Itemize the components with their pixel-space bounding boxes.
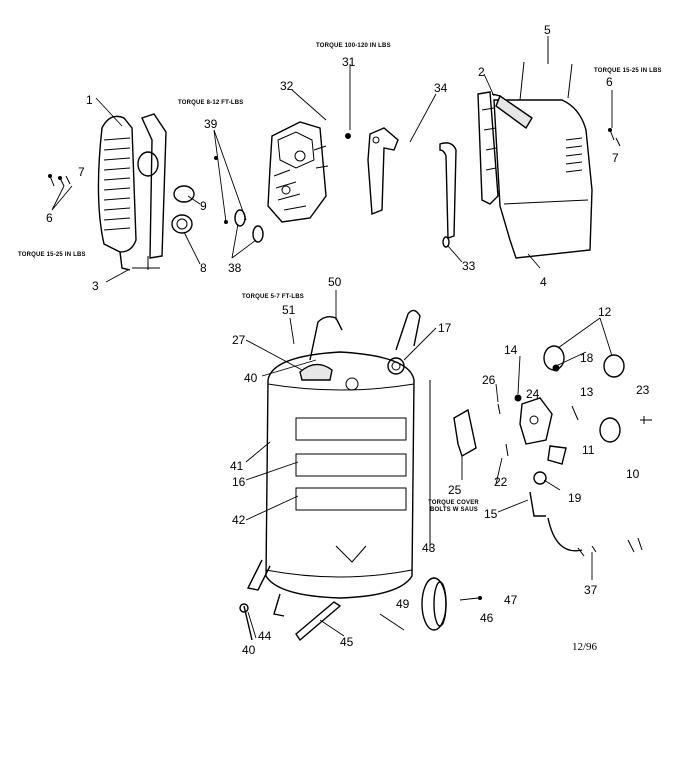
callout-43: 43 <box>422 541 436 555</box>
torque-notes: TORQUE 100-120 IN LBS TORQUE 8-12 FT-LBS… <box>18 43 662 513</box>
callout-34: 34 <box>434 81 448 95</box>
callout-45: 45 <box>340 635 354 649</box>
callout-22: 22 <box>494 475 508 489</box>
screws-6-7-left <box>48 174 71 187</box>
callout-7-right: 7 <box>612 151 619 165</box>
callout-6-right: 6 <box>606 75 613 89</box>
callout-42: 42 <box>232 513 246 527</box>
torque-note-cover-1: TORQUE COVER <box>428 500 479 506</box>
callout-18: 18 <box>580 351 594 365</box>
callout-39: 39 <box>204 117 218 131</box>
callout-25: 25 <box>448 483 462 497</box>
tube-33 <box>439 142 457 248</box>
shroud-right-4 <box>493 40 593 259</box>
callout-23: 23 <box>636 383 650 397</box>
callout-33: 33 <box>462 259 476 273</box>
callout-16: 16 <box>232 475 246 489</box>
callout-3: 3 <box>92 279 99 293</box>
callout-15: 15 <box>484 507 498 521</box>
callout-44: 44 <box>258 629 272 643</box>
callout-labels: 1 2 3 4 5 6 6 7 7 8 9 10 11 12 13 14 15 … <box>46 23 650 657</box>
callout-38: 38 <box>228 261 242 275</box>
callout-40-upper: 40 <box>244 371 258 385</box>
air-tank <box>265 351 415 599</box>
fitting-31 <box>345 133 351 139</box>
leader-lines <box>51 36 613 639</box>
callout-17: 17 <box>438 321 452 335</box>
callout-7-left: 7 <box>78 165 85 179</box>
screws-6-7-right <box>608 128 621 147</box>
regulator-10-11 <box>547 364 621 465</box>
callout-4: 4 <box>540 275 547 289</box>
washers-8-9 <box>171 185 195 234</box>
torque-note-tank: TORQUE 5-7 FT-LBS <box>242 294 304 300</box>
callout-41: 41 <box>230 459 244 473</box>
callout-27: 27 <box>232 333 246 347</box>
fitting-17 <box>387 357 405 375</box>
hose-15 <box>529 491 585 557</box>
callout-37: 37 <box>584 583 598 597</box>
callout-1: 1 <box>86 93 93 107</box>
torque-note-cover-2: BOLTS W SAUS <box>430 507 478 513</box>
callout-5: 5 <box>544 23 551 37</box>
shroud-assembly <box>97 113 167 271</box>
small-fittings <box>497 403 652 553</box>
torque-note-top: TORQUE 100-120 IN LBS <box>316 43 391 49</box>
manifold-34 <box>367 127 399 216</box>
wheel-46-47-49 <box>421 577 482 631</box>
pump-motor-assembly <box>267 121 329 223</box>
callout-10: 10 <box>626 467 640 481</box>
callout-2: 2 <box>478 65 485 79</box>
callout-9: 9 <box>200 199 207 213</box>
torque-note-left-low: TORQUE 15-25 IN LBS <box>18 252 86 258</box>
torque-note-right: TORQUE 15-25 IN LBS <box>594 68 662 74</box>
callout-40-lower: 40 <box>242 643 256 657</box>
callout-14: 14 <box>504 343 518 357</box>
callout-31: 31 <box>342 55 356 69</box>
torque-note-left-mid: TORQUE 8-12 FT-LBS <box>178 100 244 106</box>
callout-50: 50 <box>328 275 342 289</box>
callout-6-left: 6 <box>46 211 53 225</box>
callout-46: 46 <box>480 611 494 625</box>
tank-legs-44-45 <box>239 559 405 642</box>
callout-19: 19 <box>568 491 582 505</box>
callout-47: 47 <box>504 593 518 607</box>
valve-19 <box>533 471 547 485</box>
callout-11: 11 <box>582 443 595 457</box>
callout-24: 24 <box>526 387 540 401</box>
bracket-25 <box>453 408 477 458</box>
callout-13: 13 <box>580 385 594 399</box>
pressure-switch-24 <box>514 394 553 445</box>
date-code: 12/96 <box>572 641 598 653</box>
callout-51: 51 <box>282 303 296 317</box>
callout-8: 8 <box>200 261 207 275</box>
callout-32: 32 <box>280 79 294 93</box>
callout-26: 26 <box>482 373 496 387</box>
callout-49: 49 <box>396 597 410 611</box>
callout-12: 12 <box>598 305 612 319</box>
